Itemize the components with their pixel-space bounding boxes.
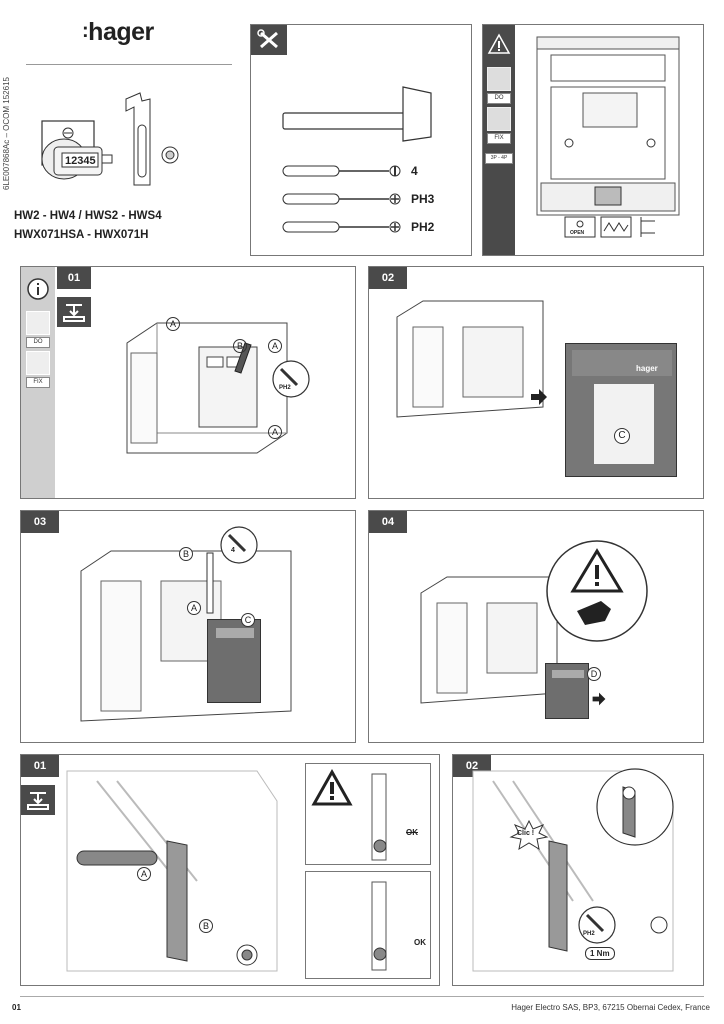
hammer-illustration xyxy=(282,86,432,142)
badge-do: DO xyxy=(26,337,50,348)
product-line-1: HW2 - HW4 / HWS2 - HWS4 xyxy=(14,210,162,222)
callout-b: B xyxy=(233,339,247,353)
tray-icon xyxy=(21,785,55,815)
chassis-drawing xyxy=(396,300,544,418)
inset-ok: OK xyxy=(305,871,431,979)
callout-d: D xyxy=(587,667,601,681)
tools-icon xyxy=(251,25,287,55)
badge-fix: FIX xyxy=(26,377,50,388)
install-panel-2: 02 Clic ! PH2 1 Nm xyxy=(452,754,704,986)
tool-bubble xyxy=(578,906,616,944)
callout-a-right: A xyxy=(268,339,282,353)
tool-label-flat: 4 xyxy=(411,164,418,178)
brand-name: hager xyxy=(88,18,154,46)
product-line-2: HWX071HSA - HWX071H xyxy=(14,229,149,241)
screwdriver-flat-icon xyxy=(282,165,401,177)
step-panel-1: DO FIX 01 PH2 A B A A xyxy=(20,266,356,499)
tool-bubble xyxy=(220,526,258,564)
open-sequence-diagram xyxy=(564,216,655,238)
callout-c: C xyxy=(241,613,255,627)
inset-warning: OK xyxy=(305,763,431,865)
callout-b: B xyxy=(179,547,193,561)
doc-code: 6LE007868Ac – OCOM 152615 xyxy=(2,77,11,190)
step-panel-3: 03 4 B A C xyxy=(20,510,356,743)
counter-display: 12345 xyxy=(65,155,96,167)
tool-bubble-text: 4 xyxy=(231,547,235,554)
badge-poles: 3P - 4P xyxy=(485,153,513,164)
breaker-unit-drawing xyxy=(126,322,288,454)
cover-label xyxy=(216,628,254,638)
tool-bubble xyxy=(272,360,310,398)
click-burst xyxy=(509,819,549,851)
cover-brand: hager xyxy=(636,364,658,373)
wrong-position-drawing xyxy=(371,773,387,861)
install-panel-1: 01 A B OK OK xyxy=(20,754,440,986)
callout-c: C xyxy=(614,428,630,444)
cover-label xyxy=(552,670,584,678)
callout-a: A xyxy=(187,601,201,615)
badge-fix: FIX xyxy=(487,133,511,144)
click-label: Clic ! xyxy=(517,830,535,837)
callout-a: A xyxy=(137,867,151,881)
warning-panel: DO FIX 3P - 4P OPEN xyxy=(482,24,704,256)
pull-arrow xyxy=(592,692,606,706)
callout-b: B xyxy=(199,919,213,933)
open-label: OPEN xyxy=(570,230,585,236)
tool-bubble-text: PH2 xyxy=(279,385,291,391)
page-number: 01 xyxy=(12,1003,21,1012)
tool-bubble-text: PH2 xyxy=(583,931,595,937)
step-number: 01 xyxy=(57,267,91,289)
fix-thumb xyxy=(487,107,511,131)
correct-position-drawing xyxy=(371,881,387,971)
warning-icon xyxy=(311,768,353,806)
warning-icon xyxy=(487,33,511,54)
info-sidebar: DO FIX xyxy=(21,267,55,498)
tool-label-ph3: PH3 xyxy=(411,192,435,206)
pull-arrow xyxy=(531,389,547,405)
step-number: 01 xyxy=(21,755,59,777)
screwdriver-ph3-icon xyxy=(282,193,401,205)
step-number: 02 xyxy=(369,267,407,289)
breaker-front-drawing xyxy=(536,36,680,216)
step-number: 03 xyxy=(21,511,59,533)
torque-label: 1 Nm xyxy=(585,947,615,960)
breaker-front-cover: hager C xyxy=(565,343,677,477)
counter-kit-illustration: 12345 xyxy=(41,92,179,186)
mechanism-drawing xyxy=(66,770,278,972)
brand-logo: :hager xyxy=(82,18,154,46)
tray-icon xyxy=(57,297,91,327)
company-address: Hager Electro SAS, BP3, 67215 Obernai Ce… xyxy=(511,1003,710,1012)
do-thumb xyxy=(487,67,511,91)
removed-cover xyxy=(545,663,589,719)
ok-label-crossed: OK xyxy=(406,828,418,837)
step-panel-2: 02 hager C xyxy=(368,266,704,499)
do-thumb xyxy=(26,311,50,335)
chassis-drawing xyxy=(80,550,292,722)
header-rule xyxy=(26,64,232,65)
ok-label: OK xyxy=(414,938,426,947)
cover-window xyxy=(594,384,654,464)
tools-panel: 4 PH3 PH2 xyxy=(250,24,472,256)
warning-sidebar: DO FIX 3P - 4P xyxy=(483,25,515,255)
screwdriver-ph2-icon xyxy=(282,221,401,233)
step-panel-4: 04 D xyxy=(368,510,704,743)
footer-rule xyxy=(20,996,704,997)
step-number: 04 xyxy=(369,511,407,533)
detail-bubble xyxy=(596,768,674,846)
tool-label-ph2: PH2 xyxy=(411,220,435,234)
chassis-drawing xyxy=(420,576,558,704)
callout-a: A xyxy=(166,317,180,331)
callout-a-bottom: A xyxy=(268,425,282,439)
cover-top xyxy=(572,350,672,376)
info-icon xyxy=(27,278,49,300)
fix-thumb xyxy=(26,351,50,375)
warning-bubble xyxy=(546,540,648,642)
badge-do: DO xyxy=(487,93,511,104)
trip-unit-cover xyxy=(207,619,261,703)
